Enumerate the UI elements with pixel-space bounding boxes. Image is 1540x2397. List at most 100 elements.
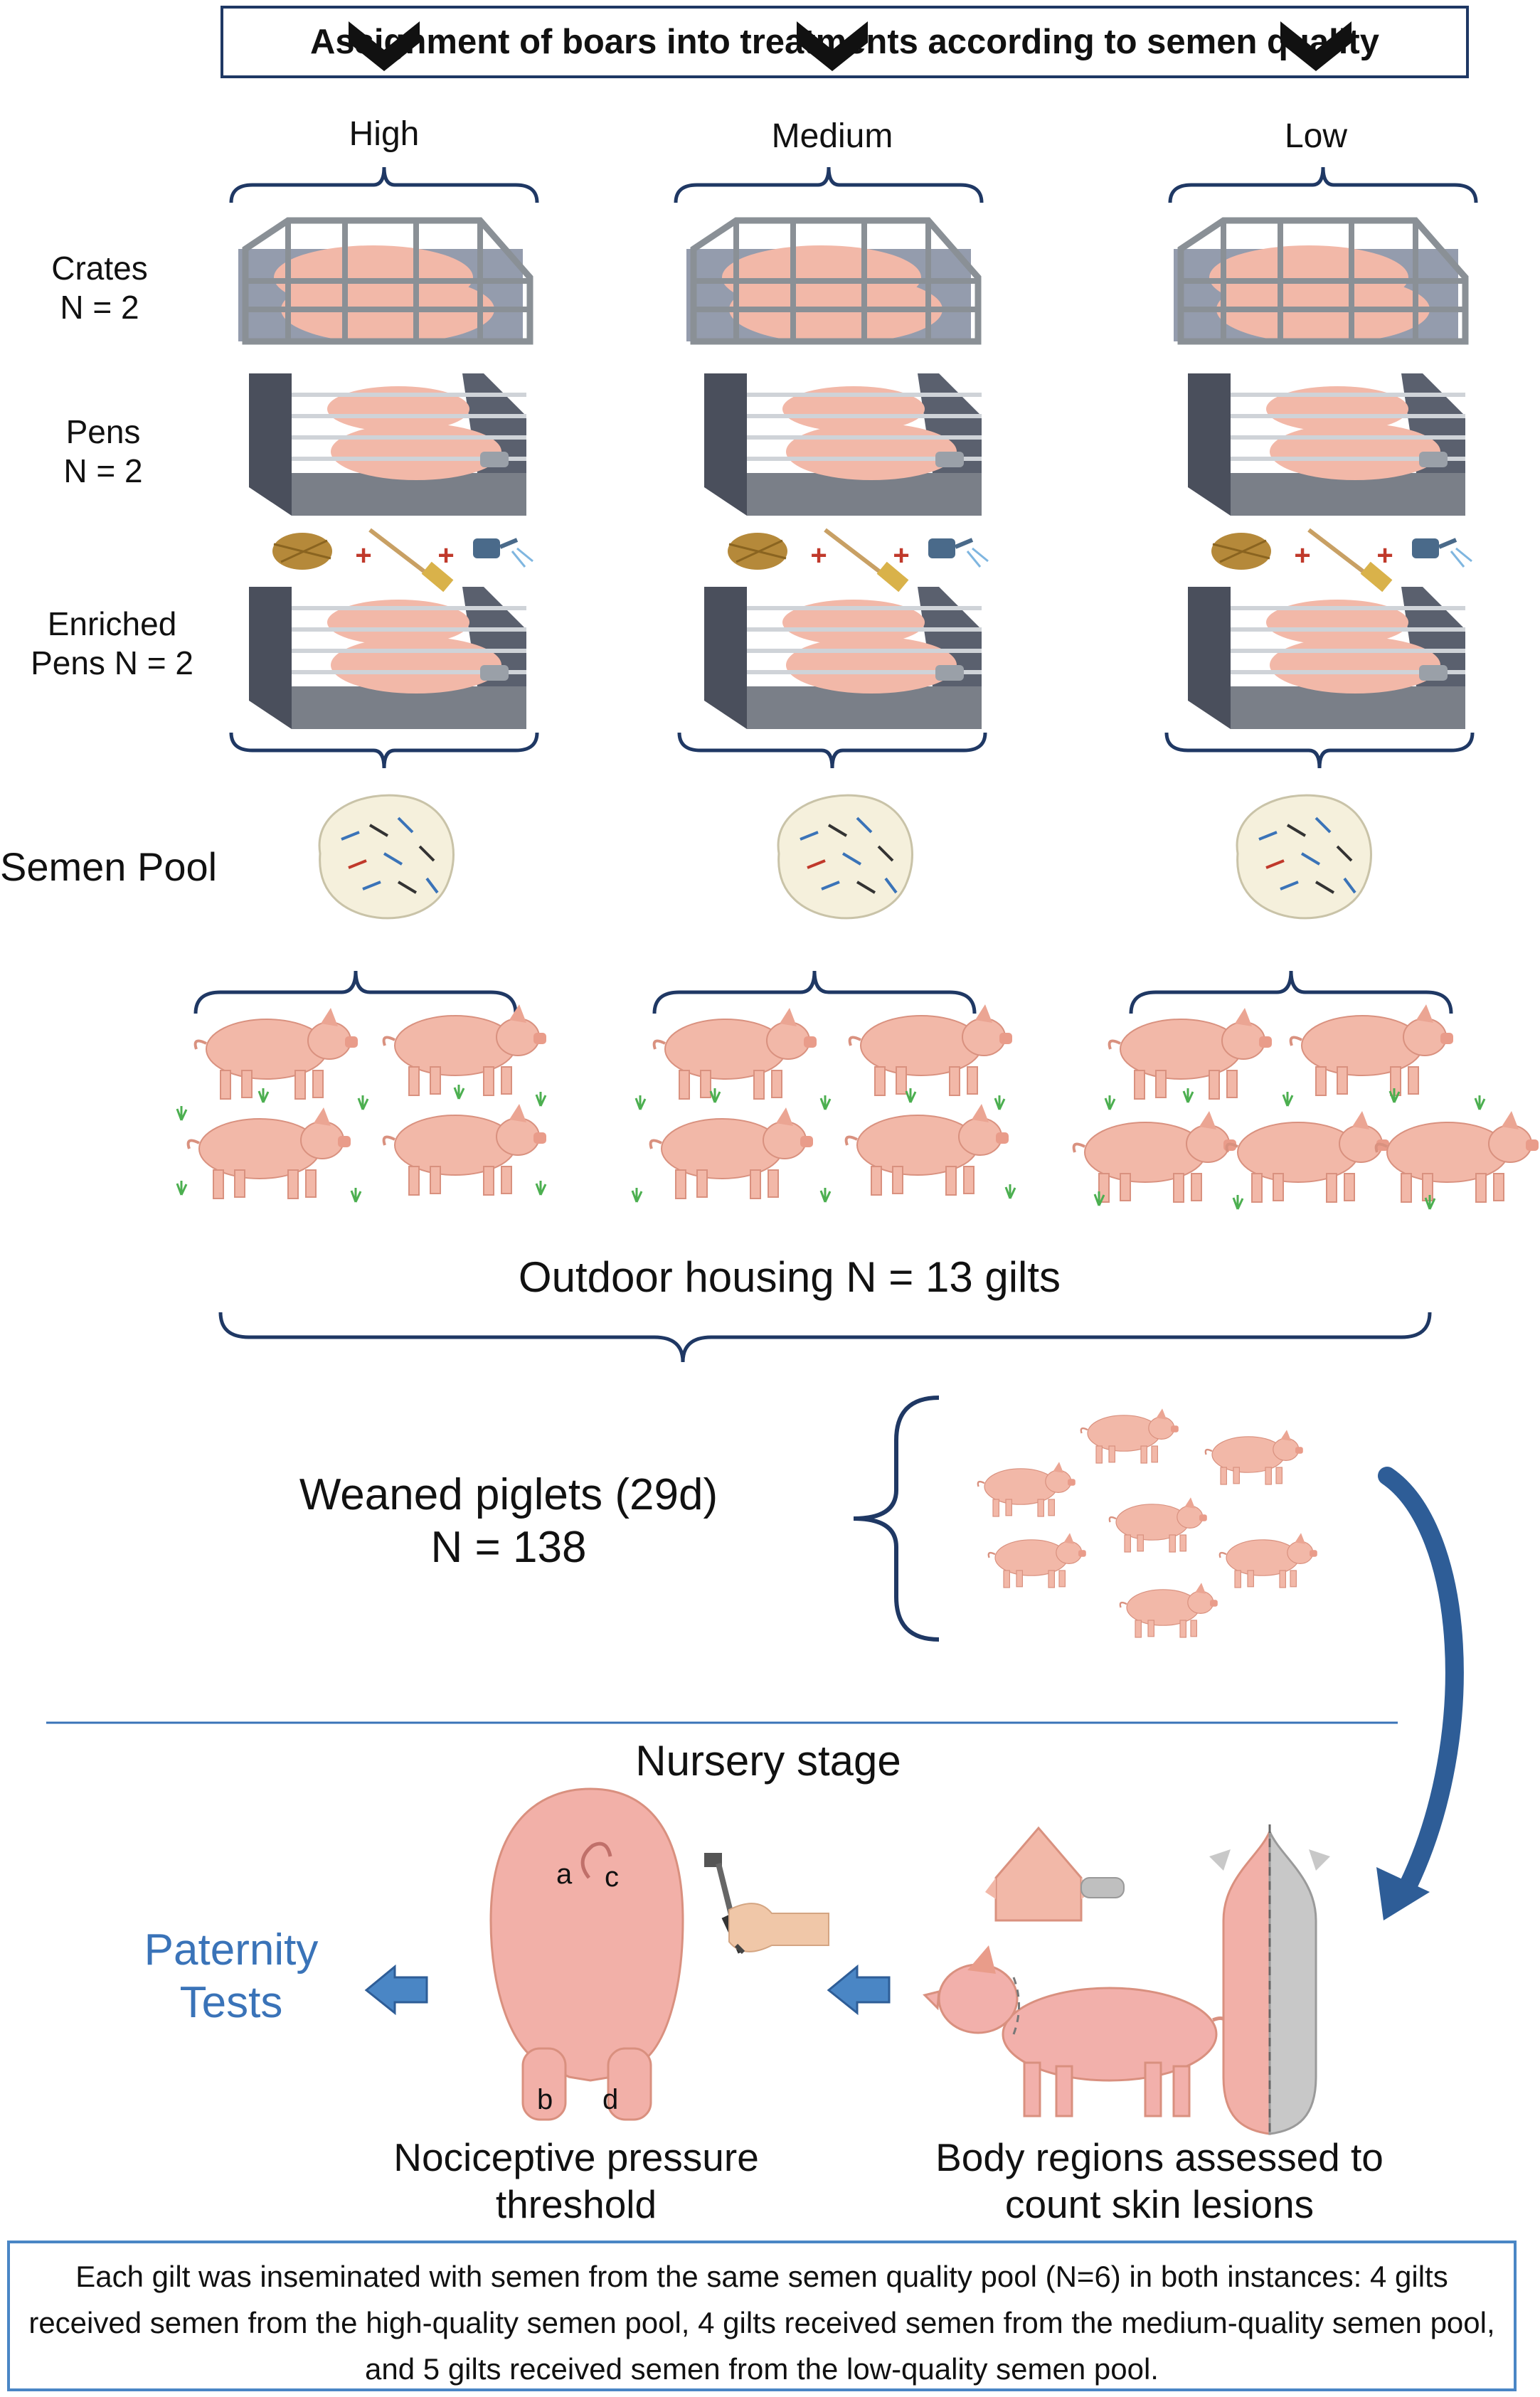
- algometer-hand-icon: [704, 1853, 829, 1955]
- piglet: [1204, 1429, 1305, 1486]
- footnote-box: Each gilt was inseminated with semen fro…: [7, 2241, 1517, 2391]
- outdoor-housing-label: Outdoor housing N = 13 gilts: [518, 1253, 1061, 1301]
- curved-flow-arrow: [1378, 1467, 1464, 1894]
- gilt: [382, 1003, 548, 1097]
- footnote-text: Each gilt was inseminated with semen fro…: [28, 2260, 1495, 2386]
- paternity-line2: Tests: [179, 1978, 283, 2028]
- standing-piglet-illustration: [923, 1945, 1230, 2117]
- row-label-enriched-line1: Enriched: [47, 605, 177, 642]
- gilt: [652, 1006, 818, 1100]
- brace-low-top: [1168, 166, 1478, 203]
- row-label-pens: Pens N = 2: [32, 413, 174, 491]
- plus-sign: +: [1294, 540, 1311, 571]
- gilt: [186, 1106, 352, 1200]
- brace-medium-gilts: [652, 970, 977, 1014]
- brace-high-gilts: [193, 970, 518, 1014]
- plus-sign: +: [355, 540, 372, 571]
- chevron-low: [1280, 21, 1352, 71]
- plus-sign: +: [810, 540, 827, 571]
- enriched-pen-medium: [704, 587, 982, 729]
- pen-low: [1188, 373, 1465, 516]
- left-arrow-to-nociceptive: [827, 1964, 891, 2016]
- row-label-pens-line2: N = 2: [63, 452, 143, 490]
- gilt: [193, 1006, 359, 1100]
- gilts-low: [1072, 1003, 1540, 1203]
- row-label-enriched-pens: Enriched Pens N = 2: [11, 605, 213, 683]
- crate-high: [238, 220, 530, 344]
- enrichment-items-medium: [728, 530, 988, 592]
- row-label-pens-line1: Pens: [65, 413, 141, 450]
- plus-sign: +: [893, 540, 910, 571]
- nursery-stage-label: Nursery stage: [635, 1737, 901, 1785]
- paternity-line1: Paternity: [144, 1925, 319, 1975]
- piglet: [1119, 1581, 1218, 1639]
- brace-outdoor: [218, 1312, 1432, 1363]
- pen-medium: [704, 373, 982, 516]
- pressure-point-a: a: [556, 1859, 573, 1890]
- body-regions-line2: count skin lesions: [1004, 2182, 1315, 2226]
- nociceptive-label: Nociceptive pressure threshold: [341, 2134, 811, 2228]
- weaned-piglets-line1: Weaned piglets (29d): [299, 1470, 718, 1519]
- plus-sign: +: [1376, 540, 1393, 571]
- pen-high: [249, 373, 526, 516]
- enrichment-items-high: [272, 530, 533, 592]
- quality-label-low: Low: [1284, 117, 1348, 155]
- semen-pool-label: Semen Pool: [0, 844, 218, 889]
- crate-low: [1174, 220, 1465, 344]
- chevron-high: [349, 21, 420, 71]
- weaned-piglets: [977, 1408, 1319, 1639]
- brace-medium-top: [674, 166, 984, 203]
- gilt: [1225, 1110, 1391, 1203]
- row-label-crates: Crates N = 2: [28, 249, 171, 327]
- pressure-point-b: b: [537, 2084, 553, 2115]
- brace-medium-bottom: [677, 732, 987, 769]
- semen-pool-medium: [777, 794, 914, 920]
- brace-low-bottom: [1164, 732, 1475, 769]
- enriched-pen-high: [249, 587, 526, 729]
- enriched-pen-low: [1188, 587, 1465, 729]
- crate-medium: [686, 220, 978, 344]
- pressure-point-c: c: [605, 1861, 619, 1893]
- brace-low-gilts: [1129, 970, 1453, 1014]
- quality-label-medium: Medium: [771, 117, 893, 155]
- semen-pool-high: [318, 794, 455, 920]
- pressure-point-d: d: [602, 2084, 618, 2115]
- enrichment-items-low: [1211, 530, 1472, 592]
- curved-arrow-head: [1376, 1867, 1430, 1920]
- gilt: [649, 1106, 814, 1200]
- plus-sign: +: [437, 540, 455, 571]
- weaned-piglets-line2: N = 138: [430, 1523, 587, 1573]
- chevron-medium: [797, 21, 868, 71]
- gilt: [1072, 1110, 1238, 1203]
- paternity-tests-label: Paternity Tests: [114, 1924, 349, 2030]
- row-label-crates-line2: N = 2: [60, 289, 139, 326]
- row-label-enriched-line2: Pens N = 2: [31, 644, 193, 682]
- gilt: [1289, 1003, 1455, 1097]
- gilt: [844, 1102, 1010, 1196]
- gilt: [1108, 1006, 1273, 1100]
- left-arrow-to-paternity: [364, 1964, 428, 2016]
- body-regions-line1: Body regions assessed to: [935, 2135, 1384, 2179]
- row-label-crates-line1: Crates: [51, 250, 148, 287]
- quality-label-high: High: [349, 115, 420, 153]
- brace-high-top: [229, 166, 539, 203]
- gilt: [382, 1102, 548, 1196]
- pig-hindquarters-illustration: [489, 1787, 684, 2121]
- gilt: [848, 1003, 1014, 1097]
- brace-piglets: [853, 1396, 940, 1642]
- gilt: [1374, 1110, 1540, 1203]
- brace-high-bottom: [229, 732, 539, 769]
- weaned-piglets-label: Weaned piglets (29d) N = 138: [235, 1469, 782, 1575]
- nociceptive-line1: Nociceptive pressure: [393, 2135, 759, 2179]
- pig-body-regions-illustration: [1209, 1824, 1330, 2137]
- nociceptive-line2: threshold: [495, 2182, 657, 2226]
- piglet: [1080, 1408, 1179, 1465]
- body-regions-label: Body regions assessed to count skin lesi…: [882, 2134, 1437, 2228]
- piglet: [1218, 1531, 1319, 1589]
- semen-pool-low: [1236, 794, 1373, 920]
- gilts-medium: [649, 1003, 1014, 1200]
- piglet: [977, 1460, 1076, 1518]
- piglet: [1108, 1496, 1208, 1553]
- piglet-head-illustration: [985, 1826, 1125, 1922]
